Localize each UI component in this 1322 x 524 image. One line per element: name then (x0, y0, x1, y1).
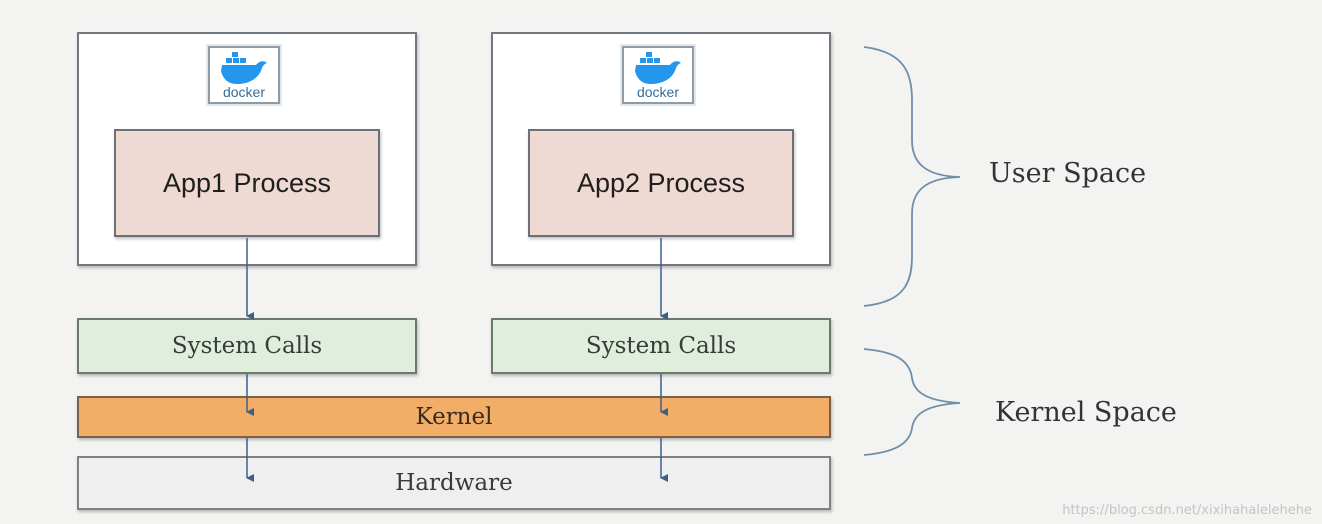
app2-process-box: App2 Process (528, 129, 794, 237)
user-space-brace (863, 46, 961, 307)
hardware-bar: Hardware (77, 456, 831, 510)
docker-whale-icon (635, 52, 681, 84)
kernel-space-label: Kernel Space (995, 397, 1177, 428)
app2-process-label: App2 Process (576, 167, 746, 198)
kernel-label: Kernel (415, 404, 493, 430)
docker-logo-text: docker (222, 84, 266, 100)
docker-logo-1: docker (208, 46, 280, 104)
docker-whale-icon (221, 52, 267, 84)
system-calls-label-2: System Calls (585, 333, 737, 359)
docker-logo-2: docker (622, 46, 694, 104)
app1-process-label: App1 Process (162, 167, 332, 198)
system-calls-label-1: System Calls (171, 333, 323, 359)
hardware-label: Hardware (395, 470, 513, 496)
watermark: https://blog.csdn.net/xixihahalelehehe (1062, 503, 1312, 518)
system-calls-box-2: System Calls (491, 318, 831, 374)
docker-logo-text: docker (636, 84, 680, 100)
system-calls-box-1: System Calls (77, 318, 417, 374)
kernel-space-brace (863, 348, 961, 456)
kernel-bar: Kernel (77, 396, 831, 438)
user-space-label: User Space (989, 158, 1147, 189)
app1-process-box: App1 Process (114, 129, 380, 237)
